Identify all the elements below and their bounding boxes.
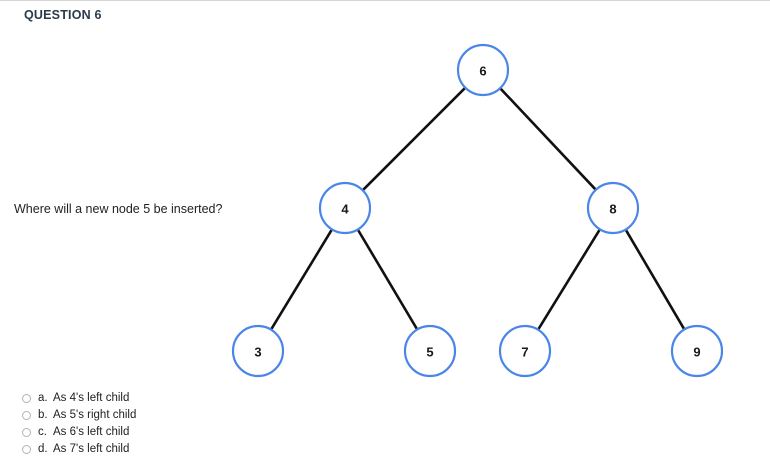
tree-node-label-9: 9 [693, 345, 700, 360]
tree-node-label-8: 8 [609, 202, 616, 217]
answer-option-d[interactable]: d. As 7's left child [22, 441, 352, 457]
answer-options-list: a. As 4's left child b. As 5's right child c… [22, 390, 352, 458]
radio-button-icon[interactable] [22, 410, 31, 420]
tree-edge-6-8 [498, 86, 598, 192]
tree-node-8: 8 [586, 181, 640, 235]
tree-node-group: 6 4 8 3 5 7 9 [231, 43, 724, 378]
top-divider [0, 0, 770, 1]
question-prompt: Where will a new node 5 be inserted? [14, 202, 223, 216]
answer-option-label: As 7's left child [53, 443, 130, 455]
radio-button-icon[interactable] [22, 444, 31, 454]
tree-node-7: 7 [498, 324, 552, 378]
tree-node-circle-9 [670, 324, 724, 378]
answer-option-label: As 4's left child [53, 392, 130, 404]
answer-option-a[interactable]: a. As 4's left child [22, 390, 352, 406]
tree-node-label-7: 7 [521, 345, 528, 360]
radio-button-icon[interactable] [22, 427, 31, 437]
answer-option-key: a. [38, 392, 48, 404]
tree-node-label-3: 3 [254, 345, 261, 360]
tree-edge-4-3 [269, 228, 334, 331]
question-header: QUESTION 6 [24, 8, 102, 22]
tree-edge-8-7 [536, 227, 602, 332]
answer-option-key: d. [38, 443, 48, 455]
tree-node-4: 4 [318, 181, 372, 235]
tree-node-label-6: 6 [479, 64, 486, 79]
tree-edge-8-9 [624, 228, 686, 331]
tree-node-circle-3 [231, 324, 285, 378]
tree-node-label-5: 5 [426, 345, 433, 360]
answer-option-key: c. [38, 426, 47, 438]
tree-edge-group [269, 86, 686, 332]
tree-node-5: 5 [403, 324, 457, 378]
tree-node-circle-6 [456, 43, 510, 97]
tree-node-circle-4 [318, 181, 372, 235]
tree-node-circle-8 [586, 181, 640, 235]
tree-edge-6-4 [361, 86, 467, 192]
tree-node-3: 3 [231, 324, 285, 378]
tree-node-circle-5 [403, 324, 457, 378]
radio-button-icon[interactable] [22, 393, 31, 403]
answer-option-b[interactable]: b. As 5's right child [22, 407, 352, 423]
answer-option-label: As 6's left child [53, 426, 130, 438]
tree-node-label-4: 4 [341, 202, 349, 217]
tree-node-6: 6 [456, 43, 510, 97]
tree-node-circle-7 [498, 324, 552, 378]
tree-edge-4-5 [356, 228, 419, 331]
tree-node-9: 9 [670, 324, 724, 378]
answer-option-c[interactable]: c. As 6's left child [22, 424, 352, 440]
answer-option-key: b. [38, 409, 48, 421]
answer-option-label: As 5's right child [53, 409, 137, 421]
